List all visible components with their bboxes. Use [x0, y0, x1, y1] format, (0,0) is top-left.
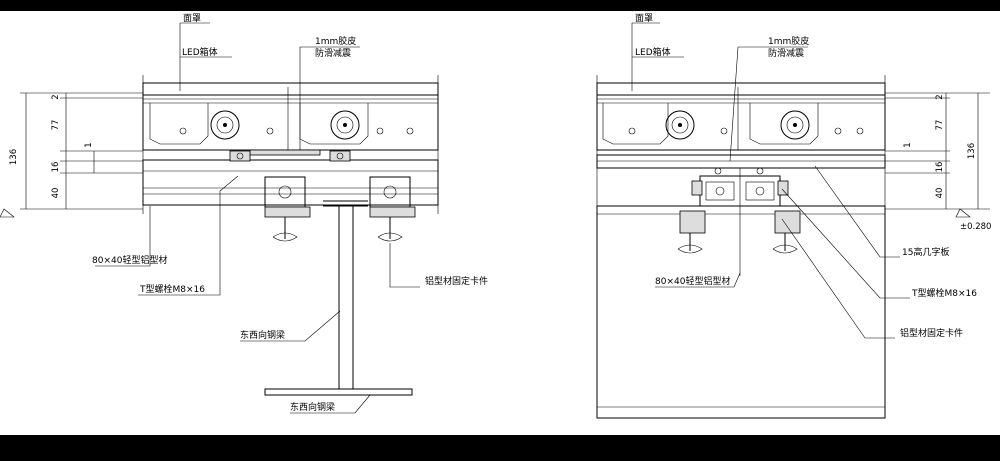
left-led-box: [142, 82, 439, 151]
drawing-canvas: 136 2 77 1 16 40 面罩 LED箱体 1mm胶皮 防滑减震 80×…: [0, 11, 1000, 435]
right-dim-77: 77: [935, 120, 945, 131]
left-dim-total: 136: [9, 149, 19, 165]
left-dim-1: 1: [84, 142, 94, 147]
right-label-clamp: 铝型材固定卡件: [900, 327, 963, 339]
left-label-led-box: LED箱体: [182, 46, 218, 58]
left-dim-16: 16: [51, 162, 61, 173]
right-label-t-bolt: T型螺栓M8×16: [911, 287, 977, 299]
left-label-t-bolt: T型螺栓M8×16: [139, 283, 205, 295]
right-dim-2: 2: [935, 94, 945, 99]
right-dim-elevation: ±0.280: [960, 222, 991, 232]
left-clamp-icon: [264, 176, 416, 242]
right-channel-plate: [596, 154, 886, 169]
right-label-anti-slip: 防滑减震: [768, 47, 804, 59]
right-dim-40: 40: [935, 188, 945, 199]
left-label-anti-slip: 防滑减震: [315, 47, 351, 59]
left-section-view: 136 2 77 1 16 40 面罩 LED箱体 1mm胶皮 防滑减震 80×…: [0, 13, 488, 414]
left-dimension-chain: 136 2 77 1 16 40: [0, 92, 143, 218]
right-magnet-icon: [665, 110, 810, 140]
right-dim-1: 1: [903, 142, 913, 147]
right-led-box: [596, 82, 886, 151]
right-dim-16: 16: [935, 162, 945, 173]
left-dim-2: 2: [51, 94, 61, 99]
right-label-profile: 80×40轻型铝型材: [655, 275, 730, 287]
left-t-bolt-icon: [229, 150, 351, 162]
left-steel-beam: [264, 200, 413, 396]
right-dimension-chain: 136 2 77 1 16 40 ±0.280: [885, 92, 991, 232]
right-label-rubber: 1mm胶皮: [768, 35, 809, 47]
right-clamp-icon: [677, 210, 801, 254]
left-dim-77: 77: [51, 120, 61, 131]
left-magnet-icon: [210, 110, 360, 140]
right-aluminium-profile: [699, 168, 781, 276]
right-label-cover: 面罩: [635, 13, 653, 24]
right-steel-beam: [596, 205, 886, 419]
right-t-bolt-icon: [691, 167, 789, 196]
left-label-beam-2: 东西向钢梁: [290, 401, 335, 413]
left-dim-40: 40: [51, 188, 61, 199]
left-label-profile: 80×40轻型铝型材: [92, 254, 167, 266]
left-label-beam-1: 东西向钢梁: [240, 329, 285, 341]
right-label-channel: 15高几字板: [902, 246, 949, 258]
cad-drawing: 136 2 77 1 16 40 面罩 LED箱体 1mm胶皮 防滑减震 80×…: [0, 13, 991, 419]
right-label-led-box: LED箱体: [635, 46, 671, 58]
right-dim-total: 136: [967, 143, 977, 159]
left-aluminium-profile: [142, 159, 439, 206]
left-label-clamp: 铝型材固定卡件: [425, 275, 488, 287]
right-section-view: 136 2 77 1 16 40 ±0.280 面罩 LED箱体 1mm胶皮 防…: [596, 13, 991, 419]
left-label-rubber: 1mm胶皮: [315, 35, 356, 47]
left-label-cover: 面罩: [183, 13, 201, 24]
